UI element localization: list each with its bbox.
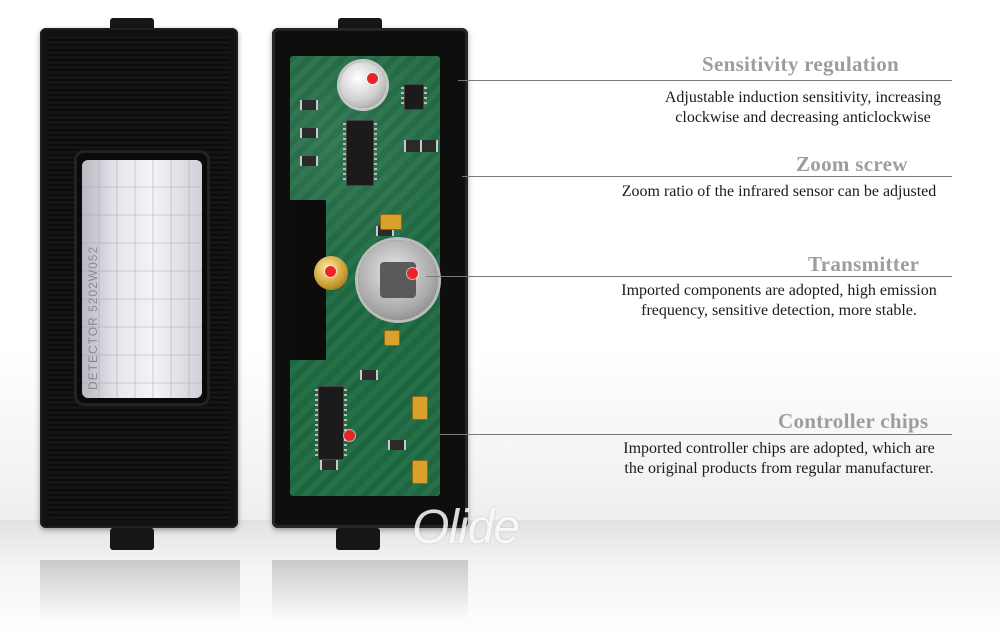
leader-line-zoom bbox=[462, 176, 952, 177]
marker-dot-transmitter bbox=[407, 268, 418, 279]
smd-resistor bbox=[360, 370, 378, 380]
description-line: the original products from regular manuf… bbox=[624, 460, 934, 477]
smd-resistor bbox=[300, 128, 318, 138]
smd-resistor bbox=[320, 460, 338, 470]
leader-line-controller bbox=[440, 434, 952, 435]
annotation-heading: Sensitivity regulation bbox=[702, 52, 899, 76]
annotation-heading: Transmitter bbox=[808, 252, 920, 276]
description-line: frequency, sensitive detection, more sta… bbox=[641, 302, 917, 319]
sensitivity-potentiometer bbox=[340, 62, 386, 108]
marker-dot-sensitivity bbox=[367, 73, 378, 84]
lens-marking: DETECTOR 5202W052 bbox=[86, 245, 100, 390]
ic-chip-upper bbox=[343, 120, 377, 186]
bottom-connector-left bbox=[110, 528, 154, 550]
description-line: Imported components are adopted, high em… bbox=[621, 282, 937, 299]
ic-chip-lower bbox=[315, 386, 347, 460]
marker-dot-controller bbox=[344, 430, 355, 441]
tantalum-capacitor bbox=[412, 396, 428, 420]
left-device-reflection bbox=[40, 560, 240, 620]
right-device-reflection bbox=[272, 560, 468, 620]
description-line: Zoom ratio of the infrared sensor can be… bbox=[621, 183, 937, 200]
annotation-description: Zoom ratio of the infrared sensor can be… bbox=[598, 182, 960, 202]
annotation-description: Imported controller chips are adopted, w… bbox=[596, 439, 962, 479]
annotation-heading: Zoom screw bbox=[796, 152, 908, 176]
floor-background bbox=[0, 520, 1000, 636]
smd-resistor bbox=[376, 226, 394, 236]
annotation-description: Adjustable induction sensitivity, increa… bbox=[640, 88, 966, 128]
smd-resistor bbox=[420, 140, 438, 152]
smd-resistor bbox=[300, 100, 318, 110]
marker-dot-zoom bbox=[325, 266, 336, 277]
transistor-top bbox=[401, 84, 427, 110]
brand-watermark: Olide bbox=[412, 501, 520, 554]
leader-line-sensitivity bbox=[458, 80, 952, 81]
tantalum-capacitor bbox=[380, 214, 402, 230]
tantalum-capacitor bbox=[384, 330, 400, 346]
smd-resistor bbox=[300, 156, 318, 166]
description-line: clockwise and decreasing anticlockwise bbox=[675, 109, 931, 126]
smd-resistor bbox=[388, 440, 406, 450]
fresnel-lens bbox=[82, 160, 202, 398]
bottom-connector-right bbox=[336, 528, 380, 550]
description-line: Adjustable induction sensitivity, increa… bbox=[664, 89, 942, 106]
tantalum-capacitor bbox=[412, 460, 428, 484]
leader-line-transmitter bbox=[426, 276, 952, 277]
description-line: Imported controller chips are adopted, w… bbox=[623, 440, 935, 457]
annotation-description: Imported components are adopted, high em… bbox=[596, 281, 962, 321]
annotation-heading: Controller chips bbox=[778, 409, 929, 433]
